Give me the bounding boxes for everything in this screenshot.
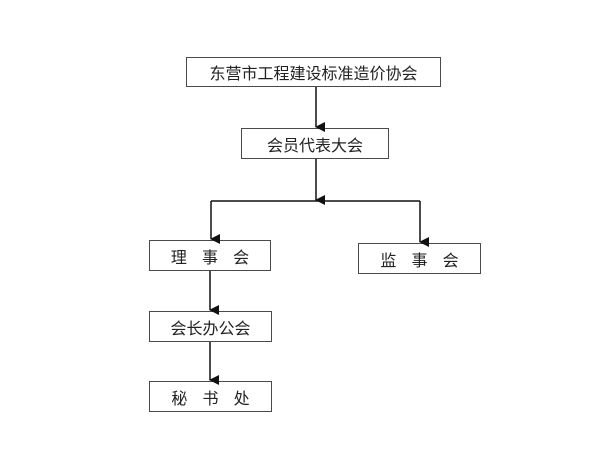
node-members-assembly: 会员代表大会 [241, 128, 389, 159]
node-president-office: 会长办公会 [149, 311, 272, 342]
node-council: 理 事 会 [149, 240, 271, 271]
node-supervisory-board: 监 事 会 [358, 243, 481, 274]
node-association: 东营市工程建设标准造价协会 [186, 57, 441, 87]
node-secretariat: 秘 书 处 [149, 381, 272, 412]
